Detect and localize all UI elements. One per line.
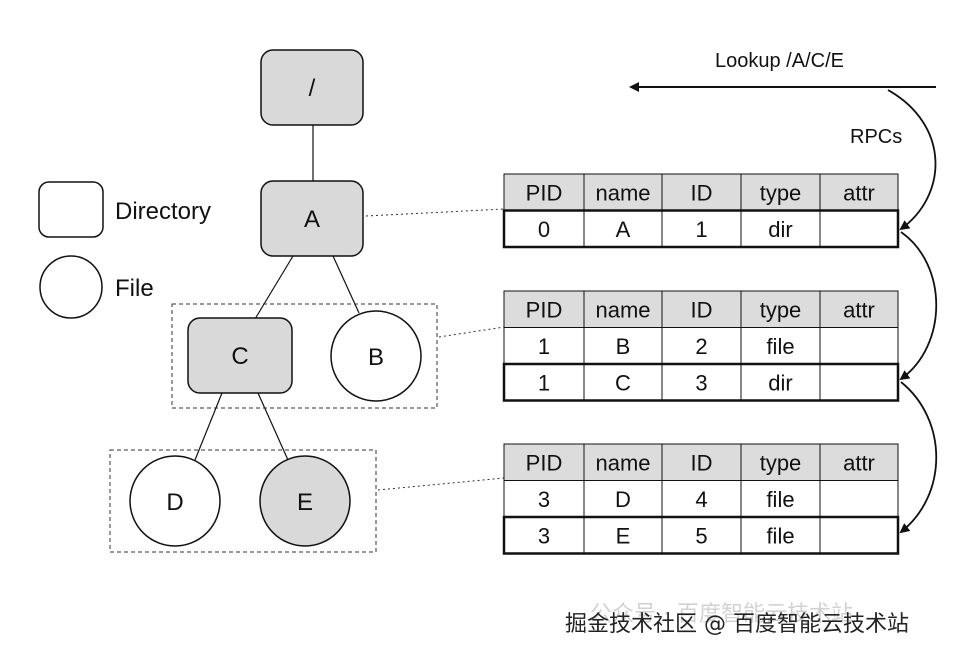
table-header-bg xyxy=(503,173,899,211)
node-b xyxy=(330,310,422,402)
connector-group2-table xyxy=(377,477,505,491)
table-cell: file xyxy=(766,523,794,548)
node-a-label: A xyxy=(304,206,320,233)
table-cell: dir xyxy=(768,217,792,242)
table-cell: 5 xyxy=(695,523,707,548)
table-cell: 3 xyxy=(695,370,707,395)
node-e xyxy=(259,455,351,547)
table-cell: file xyxy=(766,487,794,512)
table-cell: D xyxy=(615,487,631,512)
rpc-arrow-2 xyxy=(899,231,938,381)
table-header-cell: ID xyxy=(691,297,713,322)
lookup-label: Lookup /A/C/E xyxy=(715,50,844,72)
table-header-cell: attr xyxy=(843,450,875,475)
node-c-label: C xyxy=(231,343,248,370)
node-d-label: D xyxy=(166,489,183,516)
table-row-highlighted xyxy=(502,209,900,249)
table-cell: 3 xyxy=(538,487,550,512)
table-cell: 3 xyxy=(538,523,550,548)
legend-file-label: File xyxy=(115,275,154,302)
group-children-of-c xyxy=(109,449,377,553)
table-cell: 2 xyxy=(695,334,707,359)
watermark-ghost: 公众号 · 百度智能云技术站 xyxy=(590,602,853,627)
table-cell: 4 xyxy=(695,487,707,512)
table-cell: 1 xyxy=(538,334,550,359)
table-header-cell: PID xyxy=(526,450,563,475)
table-cell: A xyxy=(616,217,631,242)
table-header-cell: ID xyxy=(691,450,713,475)
table-cell: 1 xyxy=(538,370,550,395)
table-header-bg xyxy=(503,443,899,481)
table-header-cell: name xyxy=(595,180,650,205)
table-header-bg xyxy=(503,290,899,328)
watermark: 掘金技术社区 @ 百度智能云技术站 xyxy=(565,612,909,637)
edge-c-e xyxy=(257,392,289,461)
table-header-cell: attr xyxy=(843,180,875,205)
table-header-cell: type xyxy=(760,180,802,205)
table-row-highlighted xyxy=(502,515,900,555)
node-b-label: B xyxy=(368,344,384,371)
table-header-cell: PID xyxy=(526,180,563,205)
rpc-label: RPCs xyxy=(850,126,902,148)
group-children-of-a xyxy=(171,303,438,409)
table-cell: B xyxy=(616,334,631,359)
table-cell: 1 xyxy=(695,217,707,242)
legend-directory-label: Directory xyxy=(115,198,211,225)
edge-c-d xyxy=(194,392,223,461)
table-cell: E xyxy=(616,523,631,548)
node-root xyxy=(260,49,364,126)
metadata-table-1: PID name ID type attr 0 A 1 dir xyxy=(502,173,900,249)
edge-a-c xyxy=(254,255,294,320)
table-header-cell: PID xyxy=(526,297,563,322)
legend-directory-icon xyxy=(38,181,104,238)
table-cell: file xyxy=(766,334,794,359)
connector-group1-table xyxy=(438,326,505,338)
table-header-cell: name xyxy=(595,297,650,322)
node-root-label: / xyxy=(309,75,316,102)
table-header-cell: ID xyxy=(691,180,713,205)
node-c xyxy=(187,317,293,394)
legend-file-icon xyxy=(39,255,103,319)
node-e-label: E xyxy=(297,489,313,516)
connector-a-table xyxy=(365,208,505,217)
table-row-highlighted xyxy=(502,362,900,402)
table-header-cell: name xyxy=(595,450,650,475)
table-cell: dir xyxy=(768,370,792,395)
table-header-cell: type xyxy=(760,450,802,475)
node-a xyxy=(260,180,364,257)
rpc-arrow-1 xyxy=(887,89,937,231)
node-d xyxy=(129,455,221,547)
table-header-cell: type xyxy=(760,297,802,322)
table-cell: C xyxy=(615,370,631,395)
rpc-arrow-3 xyxy=(899,381,938,534)
table-header-cell: attr xyxy=(843,297,875,322)
table-cell: 0 xyxy=(538,217,550,242)
